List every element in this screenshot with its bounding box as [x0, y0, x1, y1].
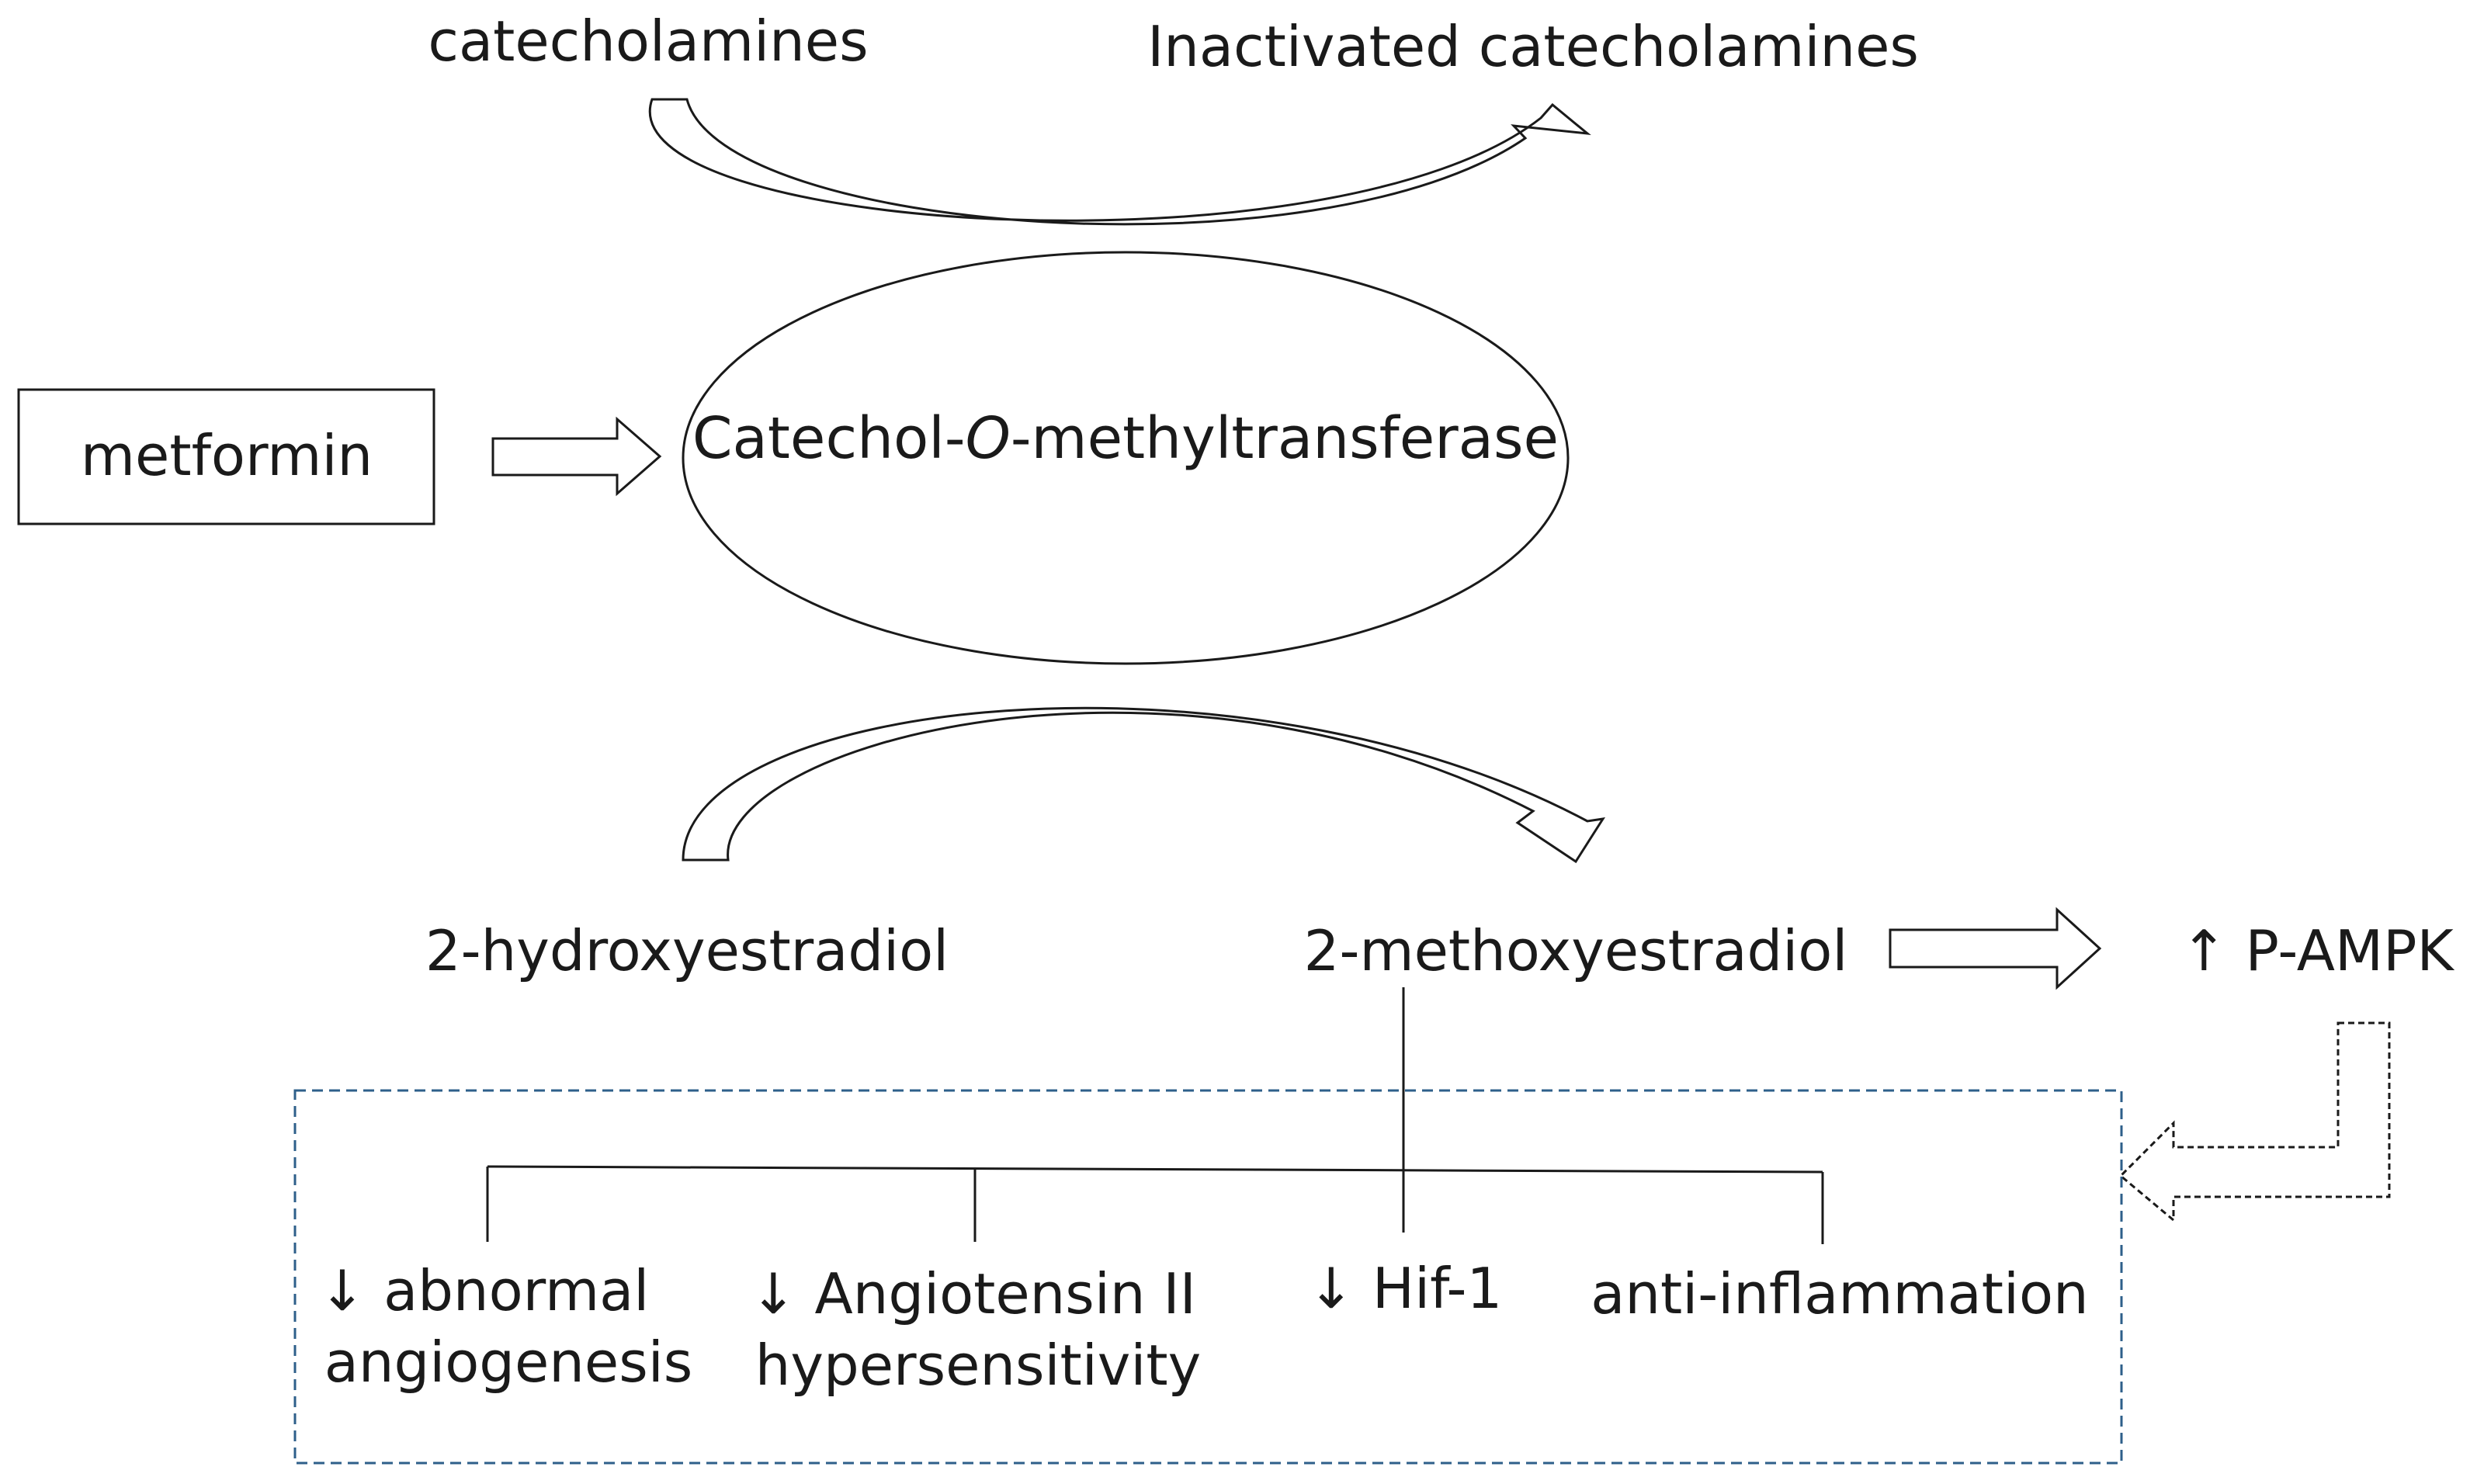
- methoxyestradiol-label: 2-methoxyestradiol: [1304, 918, 1848, 983]
- catecholamines-label: catecholamines: [428, 9, 868, 74]
- top-curved-arrow: [648, 98, 1591, 226]
- comt-suffix: -methyltransferase: [1011, 405, 1559, 472]
- ampk-feedback-arrow: [2118, 1021, 2391, 1223]
- effect-hif-1: ↓ Hif-1: [1308, 1256, 1503, 1321]
- bottom-curved-arrow: [682, 706, 1606, 864]
- effect-1-line-1: ↓ abnormal: [319, 1258, 649, 1323]
- effects-dashed-box: [293, 1089, 2123, 1465]
- metformin-arrow: [491, 416, 662, 497]
- effect-2-line-1: ↓ Angiotensin II: [750, 1261, 1196, 1326]
- effect-abnormal-angiogenesis: ↓ abnormal angiogenesis: [319, 1258, 692, 1395]
- ampk-arrow: [1889, 907, 2102, 990]
- effect-angiotensin-hypersensitivity: ↓ Angiotensin II hypersensitivity: [750, 1261, 1213, 1398]
- comt-enzyme-label: Catechol-O-methyltransferase: [692, 405, 1559, 472]
- comt-enzyme-ellipse: [682, 251, 1570, 665]
- inactivated-catecholamines-label: Inactivated catecholamines: [1147, 14, 1919, 79]
- p-ampk-label: ↑ P-AMPK: [2180, 918, 2454, 983]
- effect-1-line-2: angiogenesis: [324, 1330, 692, 1395]
- comt-italic-o: O: [966, 405, 1011, 472]
- metformin-box: [17, 388, 435, 525]
- effect-anti-inflammation: anti-inflammation: [1591, 1261, 2088, 1326]
- comt-prefix: Catechol-: [692, 405, 966, 472]
- effect-2-line-2: hypersensitivity: [755, 1333, 1202, 1398]
- effects-bracket-line: [487, 1165, 1823, 1174]
- metformin-label: metformin: [81, 423, 373, 488]
- hydroxyestradiol-label: 2-hydroxyestradiol: [425, 918, 949, 983]
